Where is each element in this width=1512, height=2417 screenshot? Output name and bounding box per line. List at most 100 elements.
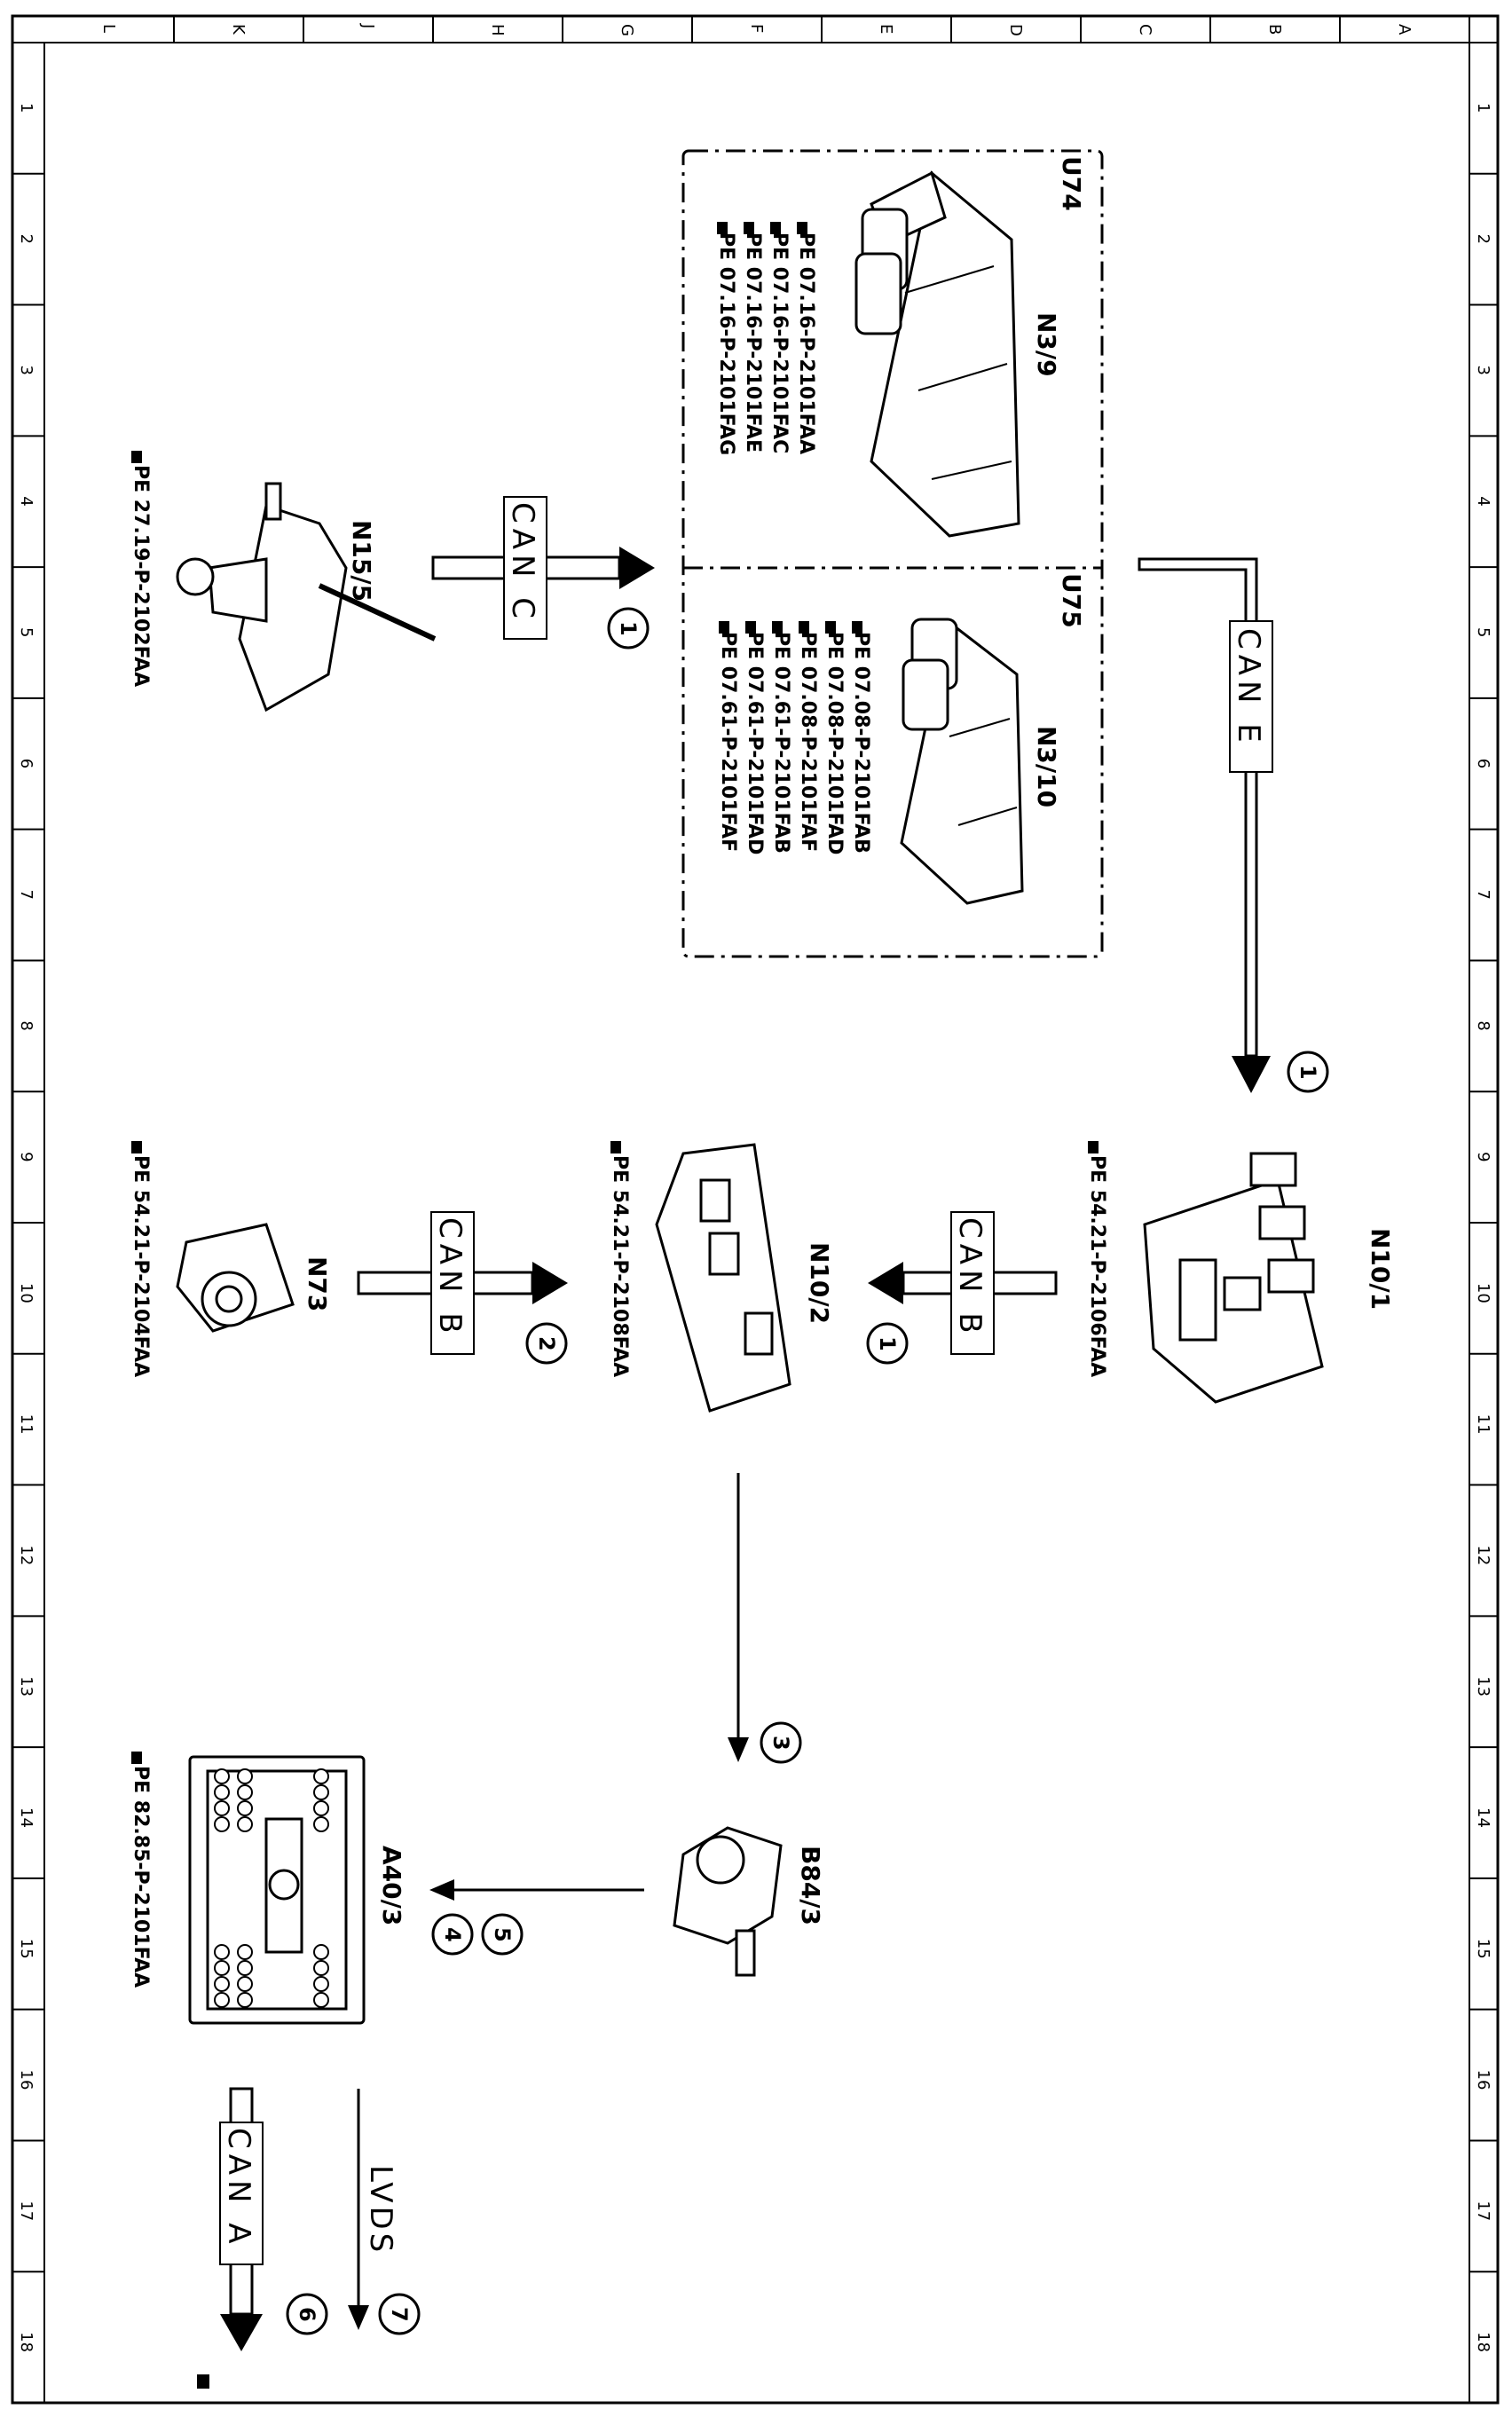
n3-10-ref-3: PE 07.08-P-2101FAF xyxy=(797,632,819,852)
svg-text:1: 1 xyxy=(1295,1065,1320,1080)
n3-10-refs: PE 07.08-P-2101FAB PE 07.08-P-2101FAD PE… xyxy=(717,621,872,854)
preset-button-icon xyxy=(214,1784,230,1800)
row-label: 15 xyxy=(17,1939,35,1959)
row-label: 18 xyxy=(1474,2332,1492,2352)
row-label: 4 xyxy=(1474,496,1492,506)
link-3: 3 xyxy=(728,1473,802,1764)
preset-button-icon xyxy=(237,1976,253,1992)
preset-button-icon xyxy=(237,1992,253,2008)
preset-button-icon xyxy=(237,1960,253,1976)
u74-u75-group: U74 U75 N3/9 PE 07.16-P-2101FAA PE 07.16… xyxy=(681,149,1104,958)
pointing-hand-icon xyxy=(719,621,862,634)
marker-2 xyxy=(525,1322,568,1365)
row-label: 13 xyxy=(17,1676,35,1697)
can-c-label: CAN C xyxy=(505,502,540,624)
n3-9-ref-1: PE 07.16-P-2101FAA xyxy=(795,232,817,454)
column-label: L xyxy=(99,24,118,33)
n3-10-ref-5: PE 07.61-P-2101FAD xyxy=(744,632,766,854)
row-label: 14 xyxy=(1474,1807,1492,1828)
row-label: 3 xyxy=(17,365,35,374)
marker-5 xyxy=(481,1913,524,1956)
preset-button-icon xyxy=(237,1800,253,1816)
n3-9-label: N3/9 xyxy=(1032,312,1061,377)
n3-9-refs: PE 07.16-P-2101FAA PE 07.16-P-2101FAC PE… xyxy=(715,222,817,455)
preset-button-icon xyxy=(313,1800,329,1816)
preset-button-icon xyxy=(237,1784,253,1800)
n73-ignition-switch-icon xyxy=(176,1223,295,1333)
n3-10-label: N3/10 xyxy=(1032,726,1061,807)
n10-1-ref-text: PE 54.21-P-2106FAA xyxy=(1086,1155,1108,1377)
row-label: 2 xyxy=(1474,234,1492,244)
b84-3-camera-icon xyxy=(673,1826,783,1977)
n10-1-module-icon xyxy=(1143,1152,1324,1404)
n73-ref: PE 54.21-P-2104FAA xyxy=(130,1141,152,1377)
preset-button-icon xyxy=(313,1992,329,2008)
pointing-hand-icon xyxy=(197,2374,209,2389)
preset-button-icon xyxy=(214,1992,230,2008)
column-label: D xyxy=(1006,24,1025,36)
row-label: 5 xyxy=(1474,627,1492,637)
n3-10-ref-1: PE 07.08-P-2101FAB xyxy=(850,632,872,854)
n3-10-ref-6: PE 07.61-P-2101FAF xyxy=(717,632,739,852)
svg-text:4: 4 xyxy=(440,1927,465,1942)
n10-2-ref-text: PE 54.21-P-2108FAA xyxy=(609,1155,631,1377)
preset-button-icon xyxy=(214,1944,230,1960)
row-label: 17 xyxy=(1474,2200,1492,2221)
column-label: H xyxy=(488,24,507,36)
pointing-hand-icon xyxy=(610,1141,621,1153)
row-label: 11 xyxy=(1474,1414,1492,1435)
pointing-hand-icon xyxy=(131,1752,142,1764)
column-label: C xyxy=(1136,24,1154,35)
marker-1 xyxy=(607,607,650,650)
can-c-link: CAN C 1 xyxy=(431,496,655,650)
row-label: 9 xyxy=(17,1152,35,1161)
row-label: 18 xyxy=(17,2332,35,2352)
preset-button-icon xyxy=(313,1768,329,1784)
row-label: 6 xyxy=(17,759,35,768)
row-label: 7 xyxy=(1474,890,1492,900)
n3-9-module-icon xyxy=(854,170,1020,538)
svg-text:7: 7 xyxy=(387,2307,412,2322)
row-label: 12 xyxy=(17,1545,35,1565)
can-b-link-upper: CAN B 1 xyxy=(866,1211,1058,1365)
column-label: A xyxy=(1395,24,1414,35)
u75-label: U75 xyxy=(1057,573,1086,628)
lvds-label: LVDS xyxy=(363,2165,398,2256)
button-grid-icon xyxy=(214,1768,329,2008)
row-label: 10 xyxy=(1474,1283,1492,1303)
a40-3-ref: PE 82.85-P-2101FAA xyxy=(130,1752,152,1988)
row-label: 8 xyxy=(17,1020,35,1030)
column-label: J xyxy=(358,23,377,28)
preset-button-icon xyxy=(214,1976,230,1992)
n15-5-ref-text: PE 27.19-P-2102FAA xyxy=(130,465,152,687)
n15-5-selector-icon xyxy=(176,482,437,713)
preset-button-icon xyxy=(237,1944,253,1960)
svg-text:1: 1 xyxy=(875,1336,900,1351)
pointing-hand-icon xyxy=(131,451,142,463)
row-label: 4 xyxy=(17,496,35,506)
n3-10-ref-4: PE 07.61-P-2101FAB xyxy=(770,632,792,854)
row-label: 9 xyxy=(1474,1152,1492,1161)
column-label: B xyxy=(1265,24,1284,35)
n73-ref-text: PE 54.21-P-2104FAA xyxy=(130,1155,152,1377)
u74-label: U74 xyxy=(1057,156,1086,211)
preset-button-icon xyxy=(313,1816,329,1832)
can-e-link: CAN E 1 xyxy=(1138,557,1329,1093)
column-label: K xyxy=(229,24,248,35)
preset-button-icon xyxy=(313,1784,329,1800)
row-label: 17 xyxy=(17,2200,35,2221)
link-4-5: 4 5 xyxy=(429,1879,644,1956)
preset-button-icon xyxy=(214,1800,230,1816)
can-e-label: CAN E xyxy=(1231,628,1266,748)
preset-button-icon xyxy=(313,1944,329,1960)
can-b-label: CAN B xyxy=(952,1217,988,1339)
n3-9-ref-2: PE 07.16-P-2101FAC xyxy=(768,232,791,453)
n73-label: N73 xyxy=(303,1256,332,1311)
pointing-hand-icon xyxy=(1088,1141,1099,1153)
row-label: 8 xyxy=(1474,1020,1492,1030)
can-b-label: CAN B xyxy=(432,1217,468,1339)
row-label: 16 xyxy=(1474,2070,1492,2090)
preset-button-icon xyxy=(237,1768,253,1784)
